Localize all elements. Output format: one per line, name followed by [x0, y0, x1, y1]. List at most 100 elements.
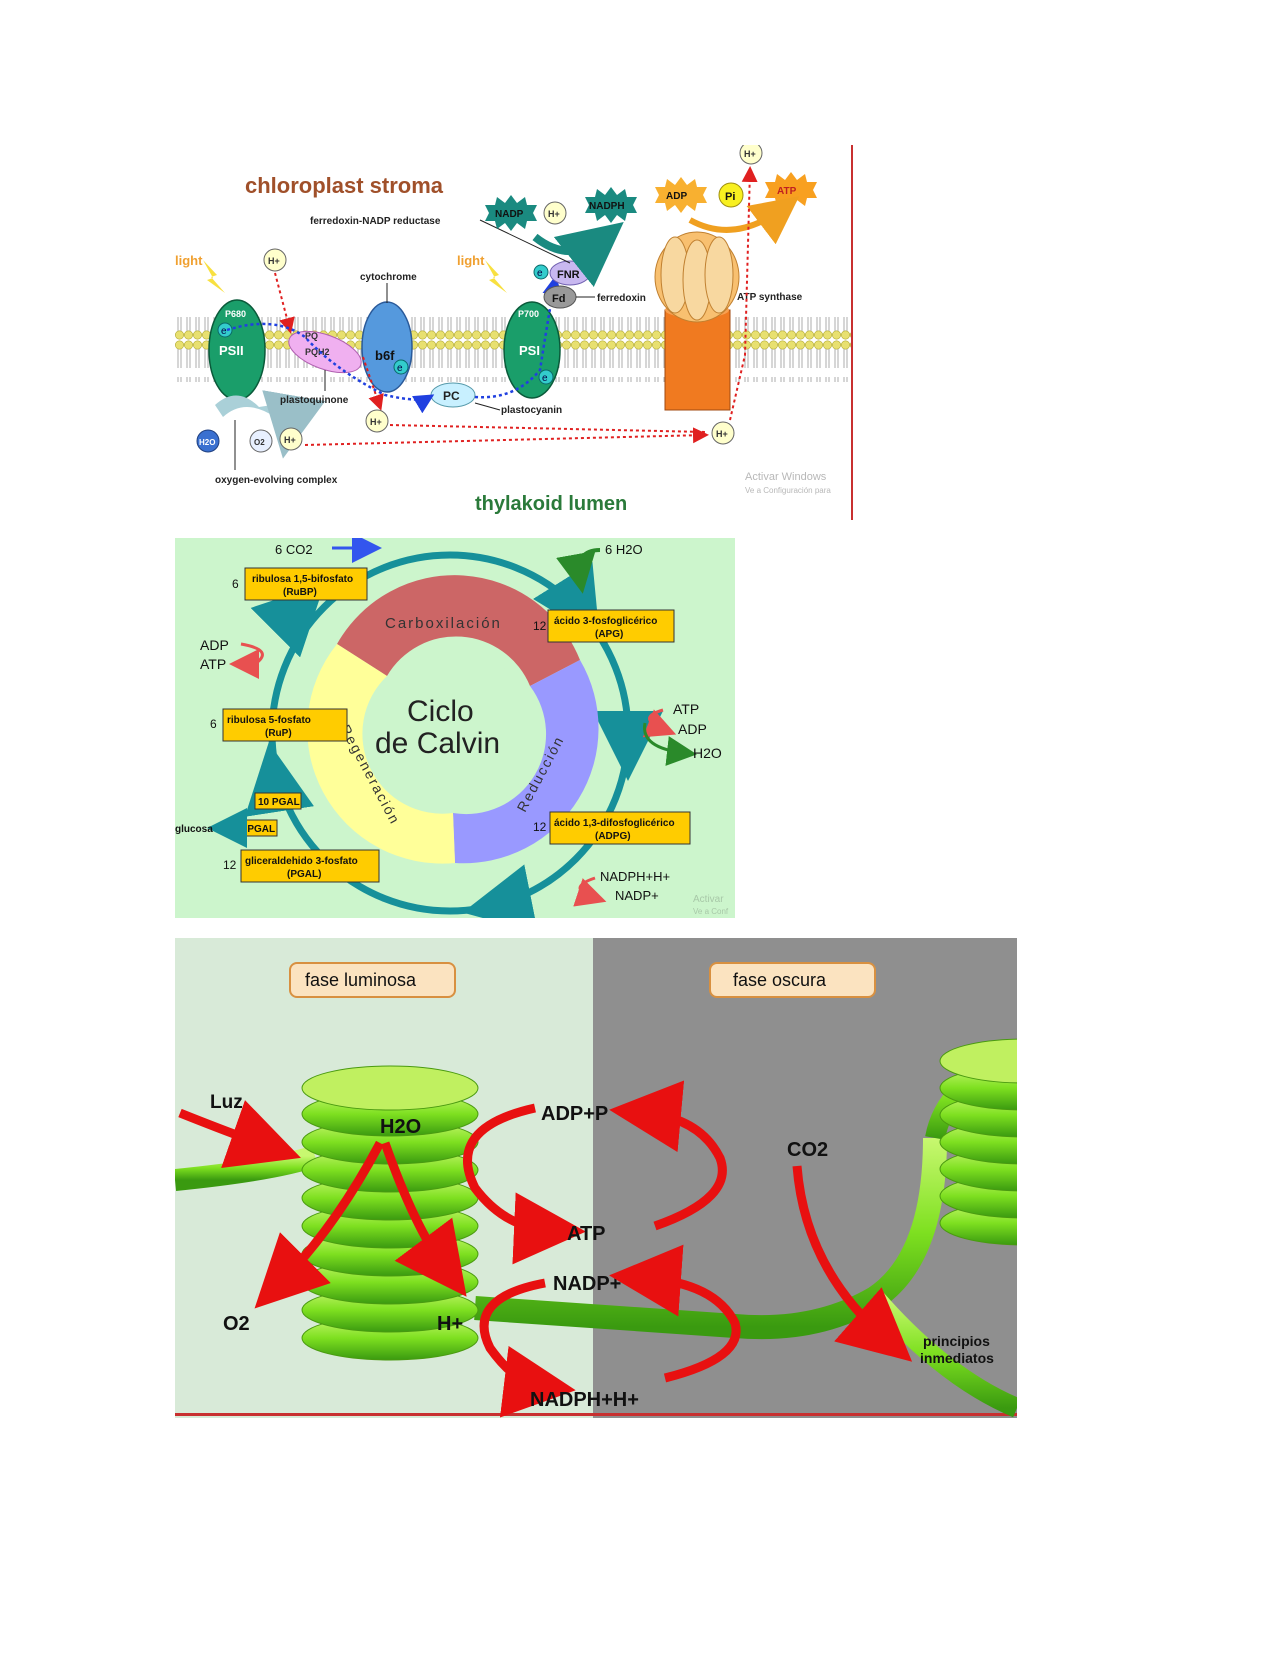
- h-plus-stroma-2: H+: [548, 209, 560, 219]
- o2-arrow-icon: [254, 1140, 384, 1309]
- nadp-label: NADP: [495, 209, 524, 220]
- psi-label: PSI: [519, 343, 540, 358]
- atp-synthesis-arrow-icon: [688, 196, 800, 245]
- atp-left-label: ATP: [200, 656, 226, 672]
- photosystem-ii: P680 PSII e: [208, 299, 266, 401]
- atp-label: ATP: [777, 186, 797, 197]
- rup-count: 6: [210, 717, 217, 731]
- fnr-label: FNR: [557, 269, 580, 281]
- panel-border: [851, 145, 853, 520]
- co2-input-label: 6 CO2: [275, 542, 313, 557]
- luz-arrow-icon: [178, 1100, 301, 1169]
- o2-label: O2: [223, 1313, 250, 1335]
- dark-phase-badge: [709, 962, 876, 998]
- nadp-label: NADP+: [615, 888, 659, 903]
- rubp-box: [244, 567, 368, 601]
- light-label-left: light: [175, 253, 203, 268]
- calvin-cycle-svg: Carboxilación Reducción Regeneración Cic…: [175, 538, 735, 918]
- light-label-right: light: [457, 253, 485, 268]
- nadp-label: NADP+: [553, 1273, 621, 1295]
- nadph-label: NADPH: [589, 201, 625, 212]
- electron-psii: e: [221, 326, 227, 337]
- light-reactions-diagram: chloroplast stroma thylakoid lumen light…: [175, 145, 855, 520]
- nadp-reduction-arrow-icon: [532, 222, 624, 287]
- co2-label: CO2: [787, 1139, 828, 1161]
- nadph-label: NADPH+H+: [530, 1389, 639, 1411]
- adp-to-atp-arrow-icon: [463, 1103, 586, 1265]
- adp-right-label: ADP: [678, 721, 707, 737]
- h-plus-stroma-3: H+: [744, 149, 756, 159]
- watermark-line-1: Activar Windows: [745, 471, 827, 483]
- glucosa-label: glucosa: [175, 824, 213, 835]
- atp-synthase: [654, 231, 740, 411]
- grana-stack-left: [301, 1065, 479, 1361]
- adpg-abbr: (ADPG): [595, 831, 631, 842]
- h2o-right-label: H2O: [693, 745, 722, 761]
- nadph-label: NADPH+H+: [600, 869, 670, 884]
- adpg-box: [549, 811, 691, 845]
- principios-label-line-2: inmediatos: [920, 1350, 994, 1366]
- h-plus-stroma-1: H+: [268, 256, 280, 266]
- nadph-to-nadp-arrow-icon: [609, 1244, 741, 1383]
- h-plus-lumen-2: H+: [370, 417, 382, 427]
- h-plus-lumen-3: H+: [716, 429, 728, 439]
- carboxylation-label: Carboxilación: [385, 615, 502, 632]
- pgal10-box: [254, 792, 302, 810]
- stroma-lamella-main: [474, 1137, 947, 1340]
- psii-label: PSII: [219, 343, 244, 358]
- pi-label: Pi: [725, 191, 735, 203]
- nadp-to-nadph-arrow-icon: [479, 1278, 576, 1418]
- apg-box: [547, 609, 675, 643]
- pc-label: PC: [443, 389, 460, 403]
- calvin-title-line-1: Ciclo: [407, 695, 474, 728]
- apg-abbr: (APG): [595, 629, 623, 640]
- b6f-label: b6f: [375, 348, 395, 363]
- adpg-name: ácido 1,3-difosfoglicérico: [554, 818, 675, 829]
- light-reactions-svg: chloroplast stroma thylakoid lumen light…: [175, 145, 853, 520]
- ferredoxin-label: ferredoxin: [597, 293, 646, 304]
- h-plus-label: H+: [437, 1313, 463, 1335]
- electron-flow-1: [226, 322, 435, 414]
- oec-label: oxygen-evolving complex: [215, 475, 338, 486]
- pgal2-label: 2 PGAL: [239, 824, 275, 835]
- h-plus-lumen-1: H+: [284, 435, 296, 445]
- pgal-name: gliceraldehido 3-fosfato: [245, 856, 358, 867]
- h2o-label: H2O: [380, 1116, 421, 1138]
- p680-label: P680: [225, 309, 246, 319]
- light-bolt-left-icon: [203, 260, 225, 293]
- grana-stack-right: [939, 1038, 1017, 1246]
- plastoquinone: PQ PQH2: [288, 330, 362, 374]
- light-phase-badge: [289, 962, 456, 998]
- atp-synthase-label: ATP synthase: [737, 292, 803, 303]
- pq-label: PQ: [305, 331, 318, 341]
- electron-fnr: e: [537, 268, 543, 279]
- adp-label: ADP: [666, 191, 687, 202]
- adp-left-label: ADP: [200, 637, 229, 653]
- plastoquinone-label: plastoquinone: [280, 395, 349, 406]
- photosynthesis-phases-diagram: fase luminosa fase oscura Luz H2O O2 H+ …: [175, 938, 1017, 1418]
- pqh2-label: PQH2: [305, 347, 330, 357]
- pgal-count: 12: [223, 858, 237, 872]
- h2o-label: H2O: [199, 438, 215, 447]
- rubp-name: ribulosa 1,5-bifosfato: [252, 574, 353, 585]
- pgal10-label: 10 PGAL: [258, 797, 300, 808]
- pgal-box: [240, 849, 380, 883]
- atp-right-label: ATP: [673, 701, 699, 717]
- rup-abbr: (RuP): [265, 728, 292, 739]
- photosystem-i: P700 PSI e: [503, 301, 561, 399]
- rubp-count: 6: [232, 577, 239, 591]
- watermark-line-2: Ve a Configuración para: [745, 486, 831, 495]
- phases-svg: fase luminosa fase oscura Luz H2O O2 H+ …: [175, 938, 1017, 1418]
- dark-phase-label: fase oscura: [733, 970, 827, 990]
- lumen-title: thylakoid lumen: [475, 493, 627, 515]
- luz-label: Luz: [210, 1092, 243, 1113]
- rup-box: [222, 708, 348, 742]
- principios-label-line-1: principios: [923, 1333, 990, 1349]
- pgal-abbr: (PGAL): [287, 869, 321, 880]
- watermark-line-2: Ve a Conf: [693, 907, 729, 916]
- co2-arrow-icon: [792, 1165, 913, 1362]
- light-bolt-right-icon: [485, 260, 507, 293]
- apg-count: 12: [533, 619, 547, 633]
- cytochrome-b6f: b6f e: [361, 301, 413, 393]
- atp-to-adp-arrow-icon: [609, 1080, 727, 1231]
